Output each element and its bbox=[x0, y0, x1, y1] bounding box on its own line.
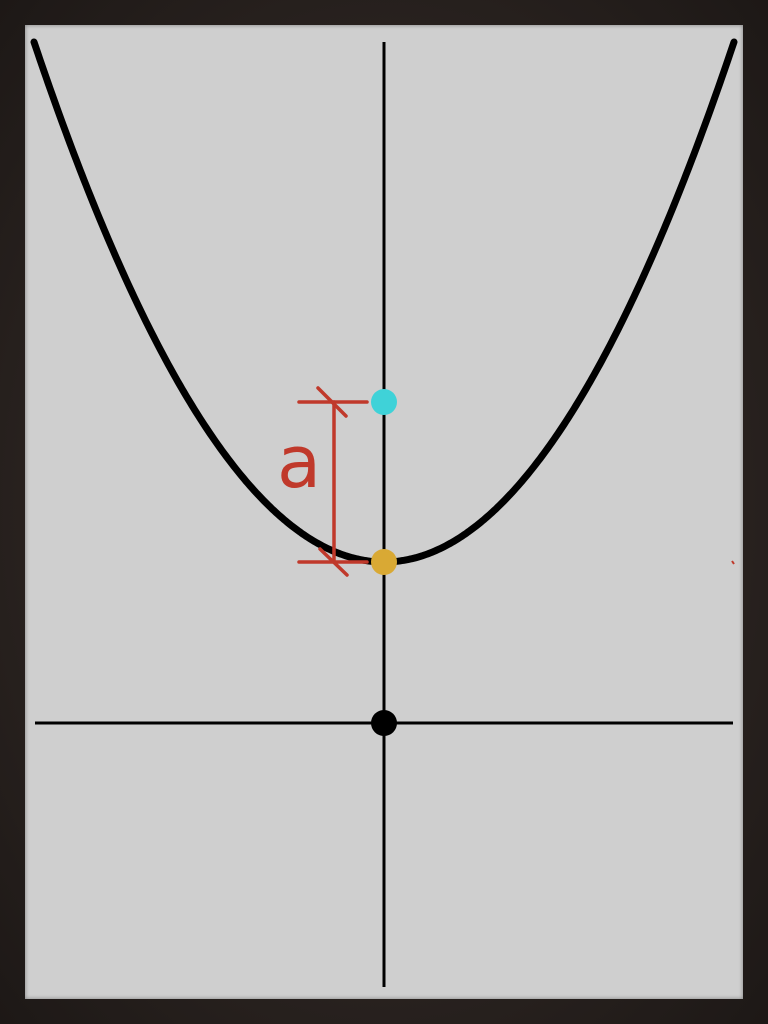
vertex-point bbox=[371, 549, 397, 575]
focus-point bbox=[371, 389, 397, 415]
parabola-diagram: a bbox=[30, 38, 738, 987]
distance-label: a bbox=[277, 420, 321, 504]
distance-marker bbox=[297, 386, 369, 577]
diagram-canvas: a bbox=[25, 25, 743, 999]
origin-point bbox=[371, 710, 397, 736]
edge-mark bbox=[731, 560, 735, 565]
marker-top-slash bbox=[316, 386, 348, 418]
marker-bottom-slash bbox=[318, 547, 349, 577]
